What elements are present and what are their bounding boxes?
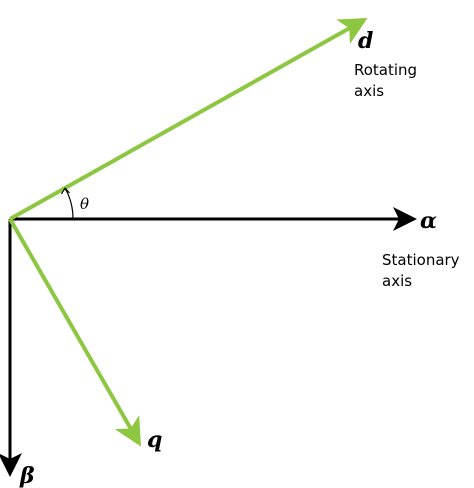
q-axis (8, 218, 141, 447)
d-axis (9, 18, 368, 221)
stationary-axis-caption-line1: Stationary (382, 251, 460, 269)
d-label: d (358, 28, 373, 54)
rotating-axis-caption-line2: axis (354, 82, 384, 100)
theta-arrowhead (60, 187, 70, 195)
q-label: q (147, 427, 162, 453)
theta-label: θ (80, 195, 89, 213)
beta-label: β (19, 463, 35, 488)
rotating-axis-caption-line1: Rotating (354, 61, 417, 79)
alpha-label: α (420, 208, 437, 234)
stationary-axis-caption-line2: axis (382, 272, 412, 290)
